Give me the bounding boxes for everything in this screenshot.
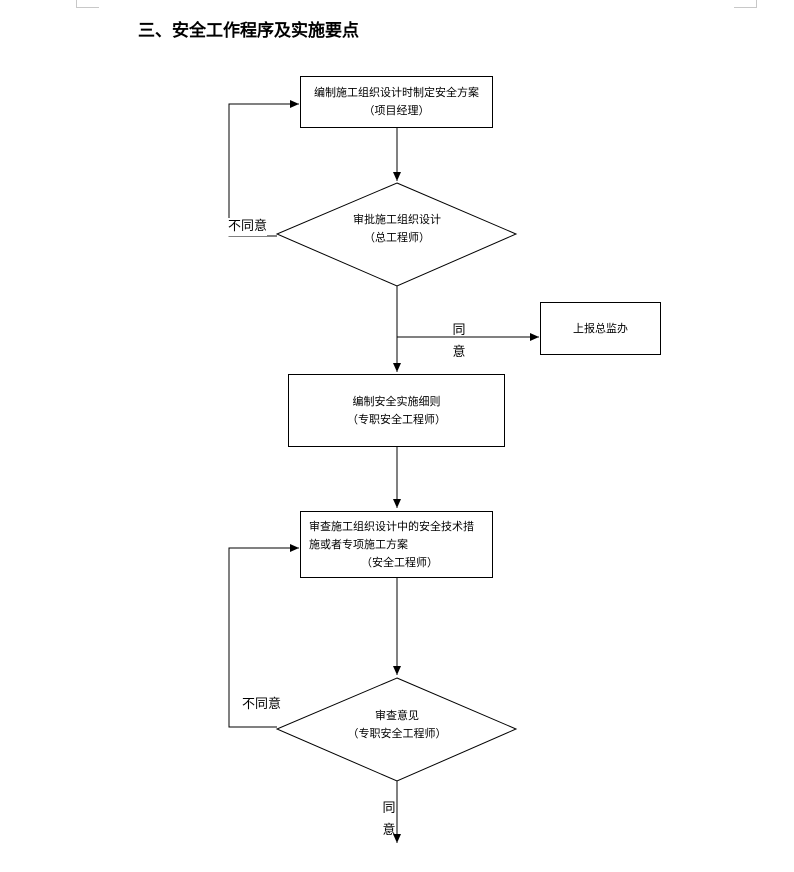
decision-review-role: （专职安全工程师） (347, 727, 447, 740)
step-prepare-safety-rules-role: （专职安全工程师） (347, 412, 446, 426)
agree-label-1: 同 意 (451, 320, 467, 364)
disagree-label-1: 不同意 (228, 218, 268, 236)
decision-approve-text: 审批施工组织设计 （总工程师） (327, 211, 467, 247)
agree-label-1-char2: 意 (452, 345, 466, 360)
decision-review-label: 审查意见 (375, 709, 419, 722)
decision-review-text: 审查意见 （专职安全工程师） (327, 707, 467, 743)
step-review-safety-measures: 审查施工组织设计中的安全技术措 施或者专项施工方案 （安全工程师） (300, 511, 493, 578)
step-prepare-safety-plan-text: 编制施工组织设计时制定安全方案 (314, 86, 479, 99)
step-review-safety-measures-role: （安全工程师） (361, 555, 438, 569)
page-corner-mark-left (76, 0, 99, 8)
agree-label-2-char2: 意 (382, 823, 396, 838)
step-review-safety-measures-text2: 施或者专项施工方案 (309, 537, 408, 551)
agree-label-2-char1: 同 (382, 801, 396, 816)
page-corner-mark-right (734, 0, 757, 8)
step-report-supervisor: 上报总监办 (540, 302, 661, 355)
loop-disagree-2 (228, 544, 299, 728)
step-report-supervisor-text: 上报总监办 (573, 321, 628, 335)
step-review-safety-measures-text1: 审查施工组织设计中的安全技术措 (309, 519, 474, 533)
agree-label-2: 同 意 (381, 798, 397, 842)
page-title: 三、安全工作程序及实施要点 (138, 21, 359, 41)
step-prepare-safety-plan: 编制施工组织设计时制定安全方案 （项目经理） (300, 76, 493, 128)
loop-disagree-1 (228, 100, 299, 237)
disagree-label-2: 不同意 (242, 696, 282, 714)
decision-approve-role: （总工程师） (364, 231, 430, 244)
step-prepare-safety-rules-text: 编制安全实施细则 (352, 394, 441, 408)
step-prepare-safety-plan-role: （项目经理） (363, 104, 430, 117)
agree-label-1-char1: 同 (452, 323, 466, 338)
decision-approve-label: 审批施工组织设计 (353, 213, 441, 226)
step-prepare-safety-rules: 编制安全实施细则 （专职安全工程师） (288, 374, 505, 447)
